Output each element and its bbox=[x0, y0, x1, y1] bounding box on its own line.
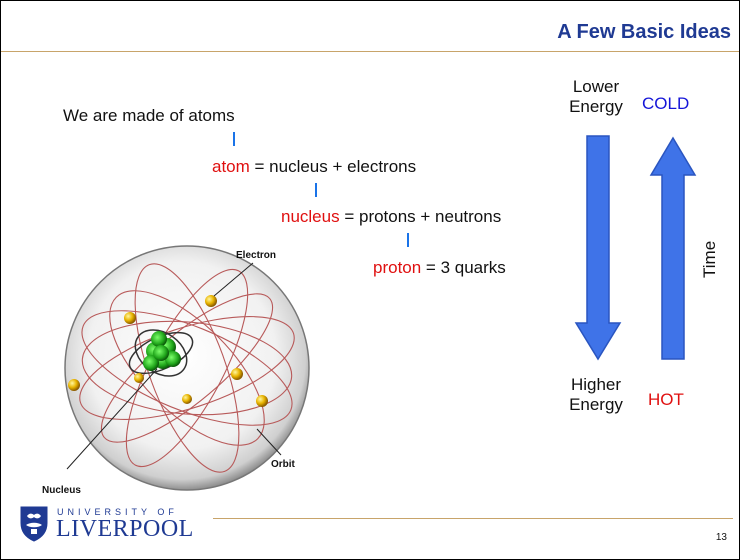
nucleus-label: Nucleus bbox=[42, 485, 81, 496]
cold-label: COLD bbox=[642, 94, 690, 113]
footer-rule bbox=[213, 518, 733, 519]
atom-diagram: Electron Nucleus Orbit bbox=[42, 245, 310, 496]
electron-label: Electron bbox=[236, 250, 276, 261]
slide-title: A Few Basic Ideas bbox=[557, 21, 731, 43]
hot-label: HOT bbox=[648, 390, 684, 409]
nucleus-term: nucleus bbox=[281, 207, 340, 226]
title-rule bbox=[1, 51, 739, 52]
atom-line: atom = nucleus + electrons bbox=[212, 157, 416, 177]
orbit-label: Orbit bbox=[271, 459, 296, 470]
down-arrow-icon bbox=[574, 135, 622, 361]
electrons bbox=[68, 295, 268, 407]
lower-energy-label: Lower Energy bbox=[566, 77, 626, 117]
university-crest-icon bbox=[20, 506, 48, 542]
up-arrow-icon bbox=[649, 136, 697, 360]
connector-1 bbox=[233, 132, 235, 146]
connector-2 bbox=[315, 183, 317, 197]
made-of-atoms-text: We are made of atoms bbox=[63, 106, 235, 125]
proton-line: proton = 3 quarks bbox=[373, 258, 506, 278]
lower-energy-line1: Lower bbox=[572, 77, 620, 96]
nucleus-definition: = protons + neutrons bbox=[339, 207, 502, 226]
liverpool-wordmark: LIVERPOOL bbox=[56, 516, 194, 542]
lower-energy-line2: Energy bbox=[569, 97, 623, 116]
higher-energy-line1: Higher bbox=[570, 375, 622, 394]
university-of-text: UNIVERSITY OF bbox=[57, 507, 178, 517]
proton-definition: = 3 quarks bbox=[421, 258, 506, 277]
atom-sphere bbox=[64, 245, 310, 491]
page-number: 13 bbox=[715, 532, 727, 543]
callout-lines bbox=[66, 262, 282, 470]
nucleus-line: nucleus = protons + neutrons bbox=[281, 207, 501, 227]
higher-energy-line2: Energy bbox=[569, 395, 623, 414]
orbit-lines bbox=[79, 263, 295, 473]
time-label: Time bbox=[700, 241, 719, 278]
higher-energy-label: Higher Energy bbox=[566, 375, 626, 415]
atom-term: atom bbox=[212, 157, 250, 176]
connector-3 bbox=[407, 233, 409, 247]
time-label-wrap: Time bbox=[700, 241, 719, 278]
nucleus-cluster bbox=[143, 331, 181, 371]
proton-term: proton bbox=[373, 258, 422, 277]
atom-definition: = nucleus + electrons bbox=[249, 157, 417, 176]
